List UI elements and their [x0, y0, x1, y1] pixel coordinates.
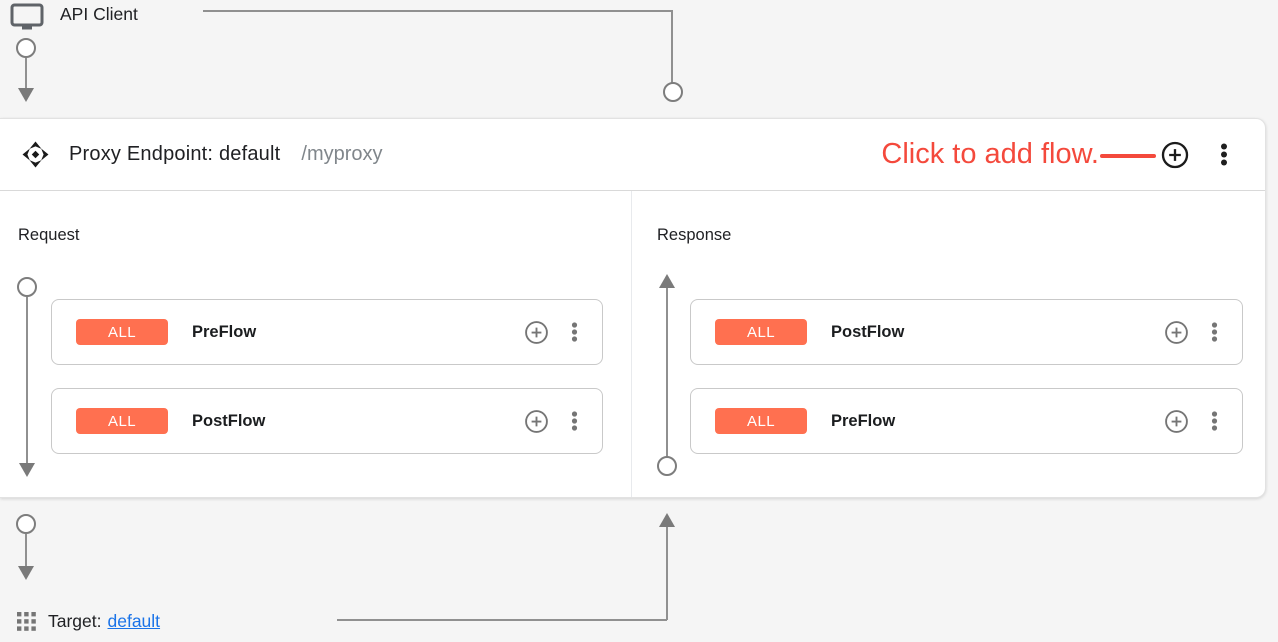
add-flow-plus-icon[interactable] — [1161, 141, 1189, 169]
condition-badge: ALL — [715, 319, 807, 345]
api-client-label: API Client — [60, 4, 138, 24]
request-flow-start-circle — [17, 277, 37, 297]
target-row: Target: default — [17, 606, 160, 636]
response-flow-end-circle — [657, 456, 677, 476]
connector-bottom-vertical — [666, 527, 668, 620]
flow-name: PostFlow — [192, 411, 266, 430]
flow-name: PostFlow — [831, 322, 905, 341]
add-policy-plus-icon[interactable] — [524, 409, 549, 434]
add-policy-plus-icon[interactable] — [524, 320, 549, 345]
condition-badge: ALL — [76, 319, 168, 345]
endpoint-more-menu-icon[interactable] — [1213, 142, 1235, 167]
connector-bottom-horizontal — [337, 619, 667, 621]
arrow-up-icon — [659, 274, 675, 288]
flow-more-menu-icon[interactable] — [565, 321, 584, 343]
flow-card-response-postflow[interactable]: ALL PostFlow — [690, 299, 1243, 365]
monitor-icon — [10, 3, 44, 37]
arrow-down-icon — [19, 463, 35, 477]
proxy-endpoint-basepath: /myproxy — [301, 143, 383, 165]
grid-icon — [17, 611, 36, 631]
flow-more-menu-icon[interactable] — [1205, 321, 1224, 343]
connector-left-line — [25, 58, 27, 89]
request-response-divider — [631, 191, 632, 497]
condition-badge: ALL — [76, 408, 168, 434]
response-column-label: Response — [657, 226, 732, 244]
proxy-endpoint-icon — [22, 141, 49, 168]
flow-card-request-postflow[interactable]: ALL PostFlow — [51, 388, 603, 454]
condition-badge: ALL — [715, 408, 807, 434]
flow-more-menu-icon[interactable] — [565, 410, 584, 432]
target-default-link[interactable]: default — [107, 610, 161, 631]
flow-card-response-preflow[interactable]: ALL PreFlow — [690, 388, 1243, 454]
response-flow-line — [666, 288, 668, 457]
annotation-text: Click to add flow. — [881, 138, 1099, 170]
connector-start-circle — [16, 38, 36, 58]
arrow-up-icon — [659, 513, 675, 527]
flow-name: PreFlow — [192, 322, 257, 341]
add-policy-plus-icon[interactable] — [1164, 320, 1189, 345]
proxy-endpoint-panel: Proxy Endpoint: default /myproxy Click t… — [0, 118, 1266, 498]
connector-endpoint-circle — [663, 82, 683, 102]
proxy-endpoint-header: Proxy Endpoint: default /myproxy Click t… — [0, 119, 1265, 191]
connector-top-horizontal — [203, 10, 672, 12]
flow-card-request-preflow[interactable]: ALL PreFlow — [51, 299, 603, 365]
connector-top-vertical — [671, 10, 673, 83]
connector-target-line — [25, 534, 27, 566]
proxy-endpoint-title: Proxy Endpoint: default — [69, 143, 281, 165]
arrow-down-icon — [18, 566, 34, 580]
connector-target-circle — [16, 514, 36, 534]
arrow-down-icon — [18, 88, 34, 102]
flow-more-menu-icon[interactable] — [1205, 410, 1224, 432]
target-label: Target: — [48, 610, 102, 631]
add-policy-plus-icon[interactable] — [1164, 409, 1189, 434]
request-flow-line — [26, 297, 28, 464]
flow-name: PreFlow — [831, 411, 896, 430]
annotation-pointer-line — [1100, 153, 1156, 158]
request-column-label: Request — [18, 226, 80, 244]
